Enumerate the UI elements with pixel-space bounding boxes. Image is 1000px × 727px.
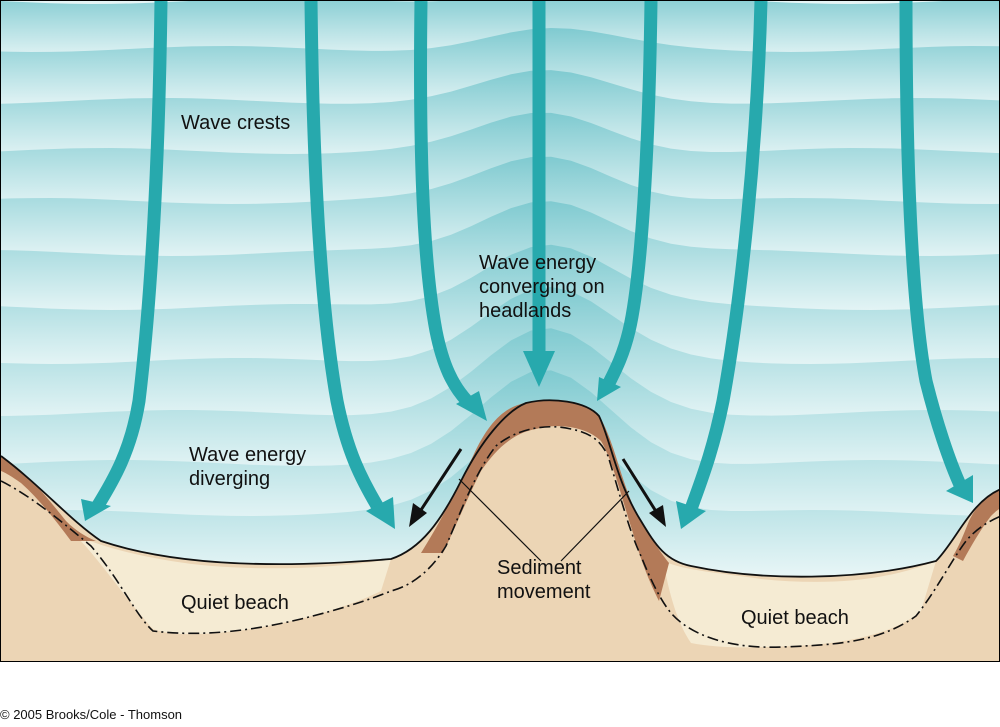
converging-label: Wave energy converging on headlands [479,251,605,323]
sediment-label-line-2: movement [497,580,590,604]
wave-refraction-figure: Wave crests Wave energy converging on he… [0,0,1000,662]
converging-label-line-2: converging on [479,275,605,299]
converging-label-line-1: Wave energy [479,251,605,275]
copyright-credit: © 2005 Brooks/Cole - Thomson [0,707,182,722]
quiet-beach-right-label: Quiet beach [741,606,849,630]
diverging-label-line-1: Wave energy [189,443,306,467]
diverging-label: Wave energy diverging [189,443,306,491]
wave-crests-label: Wave crests [181,111,290,135]
converging-label-line-3: headlands [479,299,605,323]
diverging-label-line-2: diverging [189,467,306,491]
sediment-label: Sediment movement [497,556,590,604]
quiet-beach-left-label: Quiet beach [181,591,289,615]
sediment-label-line-1: Sediment [497,556,590,580]
